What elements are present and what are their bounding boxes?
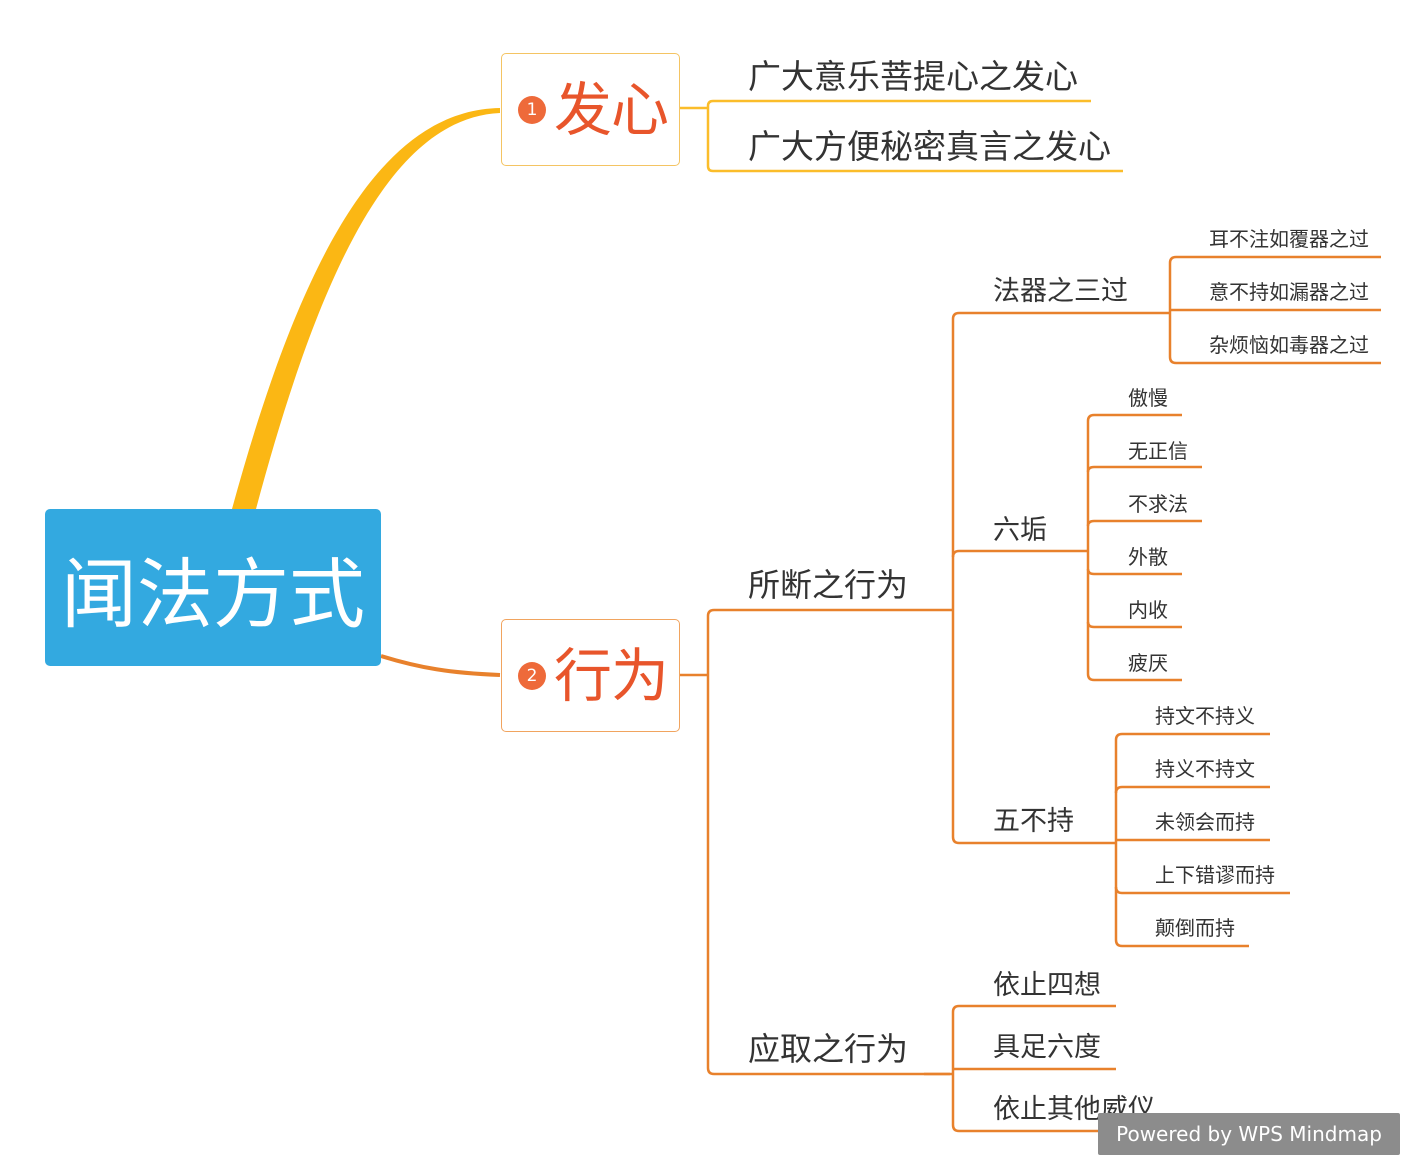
- leaf-wubuchi-1[interactable]: 持文不持义: [1155, 704, 1255, 728]
- node-liugou[interactable]: 六垢: [993, 515, 1047, 546]
- root-node[interactable]: 闻法方式: [45, 509, 381, 666]
- leaf-wubuchi-5[interactable]: 颠倒而持: [1155, 916, 1235, 940]
- connector-faxin-1: [706, 99, 1091, 108]
- branch-label: 行为: [554, 641, 669, 710]
- leaf-liugou-1[interactable]: 傲慢: [1128, 386, 1168, 410]
- connector-suoduan-mid: [951, 549, 960, 558]
- leaf-wubuchi-4[interactable]: 上下错谬而持: [1155, 863, 1275, 887]
- connector-liugou-4: [1086, 568, 1182, 576]
- connector-liugou-3: [1086, 519, 1202, 527]
- node-faxin-child-2[interactable]: 广大方便秘密真言之发心: [748, 127, 1111, 166]
- node-suoduan[interactable]: 所断之行为: [748, 566, 909, 604]
- node-yingqu-child-2[interactable]: 具足六度: [993, 1032, 1101, 1063]
- node-yingqu-child-1[interactable]: 依止四想: [993, 970, 1101, 1001]
- connector-wubuchi-5: [1114, 843, 1249, 948]
- connector-suoduan-1: [951, 311, 1141, 610]
- leaf-liugou-5[interactable]: 内收: [1128, 598, 1168, 622]
- branch-label: 发心: [554, 75, 669, 144]
- branch-node-xingwei[interactable]: 2 行为: [501, 619, 680, 732]
- branch-number-badge: 1: [518, 95, 546, 124]
- branch-node-faxin[interactable]: 1 发心: [501, 53, 680, 166]
- connector-faqi-3: [1168, 313, 1381, 365]
- branch-number-badge: 2: [518, 661, 546, 690]
- watermark-badge: Powered by WPS Mindmap: [1098, 1113, 1400, 1155]
- connector-faqi-1: [1168, 255, 1381, 313]
- connector-yingqu-1: [951, 1004, 1116, 1074]
- node-yingqu[interactable]: 应取之行为: [748, 1030, 909, 1068]
- leaf-faqi-2[interactable]: 意不持如漏器之过: [1209, 280, 1369, 304]
- connector-wubuchi-2: [1114, 785, 1270, 794]
- leaf-liugou-6[interactable]: 疲厌: [1128, 651, 1168, 675]
- node-faqi-sanguo[interactable]: 法器之三过: [993, 276, 1128, 307]
- connector-yingqu-3: [951, 1074, 1170, 1133]
- connector-liugou-5: [1086, 621, 1182, 629]
- leaf-liugou-4[interactable]: 外散: [1128, 545, 1168, 569]
- connector-xingwei-spine: [706, 608, 924, 617]
- connector-wubuchi-4: [1114, 886, 1290, 895]
- node-wubuchi[interactable]: 五不持: [993, 806, 1074, 837]
- root-label: 闻法方式: [61, 549, 365, 639]
- node-faxin-child-1[interactable]: 广大意乐菩提心之发心: [748, 57, 1078, 96]
- connector-liugou-6: [1086, 551, 1182, 682]
- connector-xingwei-spine2: [706, 616, 950, 1076]
- leaf-liugou-2[interactable]: 无正信: [1128, 439, 1188, 463]
- leaf-wubuchi-3[interactable]: 未领会而持: [1155, 810, 1255, 834]
- watermark-text: Powered by WPS Mindmap: [1116, 1122, 1382, 1146]
- leaf-wubuchi-2[interactable]: 持义不持文: [1155, 757, 1255, 781]
- connector-liugou-1: [1086, 413, 1182, 551]
- leaf-faqi-3[interactable]: 杂烦恼如毒器之过: [1209, 333, 1369, 357]
- connector-wubuchi-1: [1114, 732, 1270, 843]
- leaf-faqi-1[interactable]: 耳不注如覆器之过: [1209, 227, 1369, 251]
- connector-liugou-2: [1086, 465, 1202, 473]
- connector-faxin-2: [706, 108, 1123, 173]
- connector-suoduan-3: [951, 610, 1087, 845]
- leaf-liugou-3[interactable]: 不求法: [1128, 492, 1188, 516]
- connector-root-faxin: [232, 108, 500, 509]
- connector-root-xingwei: [380, 654, 501, 677]
